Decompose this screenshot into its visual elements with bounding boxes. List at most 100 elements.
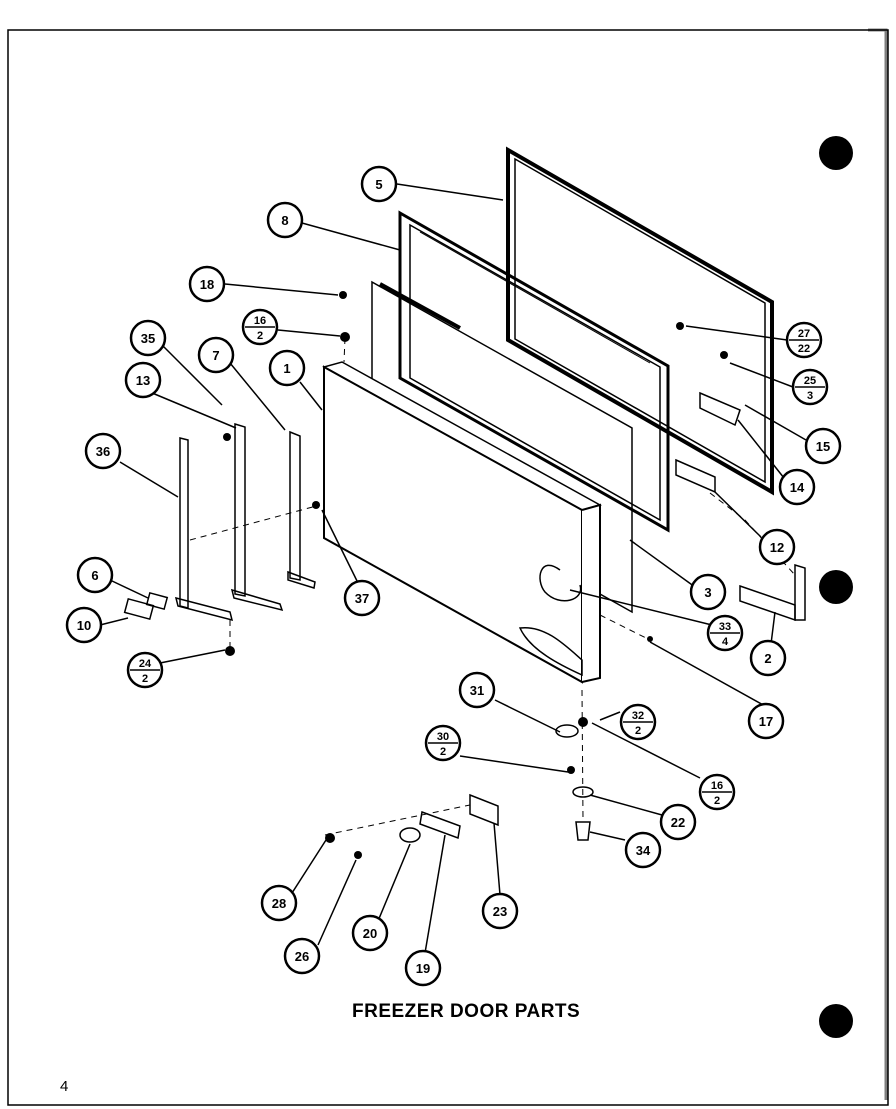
callout-17: 17 [747, 702, 785, 740]
svg-text:24: 24 [139, 658, 152, 670]
callout-35: 35 [129, 319, 167, 357]
callout-33-4: 33 4 [706, 614, 744, 652]
svg-text:13: 13 [136, 373, 150, 388]
svg-text:2: 2 [142, 673, 148, 685]
svg-text:2: 2 [635, 725, 641, 737]
diagram-title: FREEZER DOOR PARTS [352, 1001, 581, 1022]
callout-2: 2 [749, 639, 787, 677]
svg-text:2: 2 [440, 746, 446, 758]
svg-text:17: 17 [759, 714, 773, 729]
part-22-bushing [572, 786, 594, 798]
svg-text:20: 20 [363, 926, 377, 941]
svg-text:1: 1 [283, 361, 290, 376]
callout-24-2: 24 2 [126, 651, 164, 689]
left-bracket-assembly [123, 422, 316, 622]
part-34-screw [575, 821, 591, 841]
svg-text:15: 15 [816, 439, 830, 454]
svg-text:23: 23 [493, 904, 507, 919]
svg-text:30: 30 [437, 731, 449, 743]
svg-text:18: 18 [200, 277, 214, 292]
svg-text:22: 22 [671, 815, 685, 830]
svg-text:36: 36 [96, 444, 110, 459]
callout-7: 7 [197, 336, 235, 374]
svg-text:34: 34 [636, 843, 651, 858]
svg-text:14: 14 [790, 480, 805, 495]
binder-hole-middle [819, 570, 853, 604]
svg-text:2: 2 [714, 795, 720, 807]
fasteners [223, 291, 728, 859]
callout-22: 22 [659, 803, 697, 841]
leader-lines [99, 183, 807, 954]
callout-28: 28 [260, 884, 298, 922]
part-13-bracket [234, 422, 246, 597]
part-20-washer [399, 827, 421, 843]
svg-text:10: 10 [77, 618, 91, 633]
part-12-trim-strip [675, 458, 716, 494]
svg-text:19: 19 [416, 961, 430, 976]
part-2-hinge-bracket [739, 563, 806, 622]
part-6-clip [145, 591, 169, 611]
binder-hole-top [819, 136, 853, 170]
svg-text:12: 12 [770, 540, 784, 555]
callout-6: 6 [76, 556, 114, 594]
bottom-hinge-parts [399, 724, 594, 843]
svg-text:16: 16 [711, 780, 723, 792]
part-7-bracket [289, 430, 301, 581]
svg-text:8: 8 [281, 213, 288, 228]
page-number: 4 [60, 1078, 69, 1095]
callout-23: 23 [481, 892, 519, 930]
svg-text:28: 28 [272, 896, 286, 911]
callout-1: 1 [268, 349, 306, 387]
callout-26: 26 [283, 937, 321, 975]
svg-text:2: 2 [764, 651, 771, 666]
part-10-label [123, 597, 155, 621]
part-1-door-panel [322, 361, 602, 684]
svg-text:26: 26 [295, 949, 309, 964]
callout-32-2: 32 2 [619, 703, 657, 741]
callout-37: 37 [343, 579, 381, 617]
svg-text:27: 27 [798, 328, 810, 340]
part-23-hinge [469, 793, 499, 827]
callout-31: 31 [458, 671, 496, 709]
svg-text:33: 33 [719, 621, 731, 633]
callout-5: 5 [360, 165, 398, 203]
svg-text:5: 5 [375, 177, 382, 192]
callout-16-2-upper: 16 2 [241, 308, 279, 346]
part-8-door-liner [398, 210, 670, 533]
binder-hole-bottom [819, 1004, 853, 1038]
callout-34: 34 [624, 831, 662, 869]
svg-text:31: 31 [470, 683, 484, 698]
svg-text:6: 6 [91, 568, 98, 583]
callout-10: 10 [65, 606, 103, 644]
part-36-bracket [179, 437, 189, 609]
callout-14: 14 [778, 468, 816, 506]
part-14-hinge-plate [699, 391, 741, 427]
svg-text:22: 22 [798, 343, 810, 355]
callout-25-3: 25 3 [791, 368, 829, 406]
callout-18: 18 [188, 265, 226, 303]
callout-13: 13 [124, 361, 162, 399]
callout-36: 36 [84, 432, 122, 470]
sheet-frame [7, 29, 889, 1106]
svg-text:35: 35 [141, 331, 155, 346]
svg-text:25: 25 [804, 375, 816, 387]
svg-text:3: 3 [704, 585, 711, 600]
callout-16-2-lower: 16 2 [698, 773, 736, 811]
callout-8: 8 [266, 201, 304, 239]
svg-text:4: 4 [722, 636, 729, 648]
callout-20: 20 [351, 914, 389, 952]
svg-text:37: 37 [355, 591, 369, 606]
callout-19: 19 [404, 949, 442, 987]
part-31-washer [555, 724, 579, 738]
callout-12: 12 [758, 528, 796, 566]
svg-text:2: 2 [257, 330, 263, 342]
part-5-gasket-frame [506, 146, 774, 496]
svg-text:16: 16 [254, 315, 266, 327]
scan-edge-right [868, 28, 888, 1100]
part-19-pin-plate [419, 810, 461, 840]
callout-3: 3 [689, 573, 727, 611]
svg-text:32: 32 [632, 710, 644, 722]
svg-text:7: 7 [212, 348, 219, 363]
